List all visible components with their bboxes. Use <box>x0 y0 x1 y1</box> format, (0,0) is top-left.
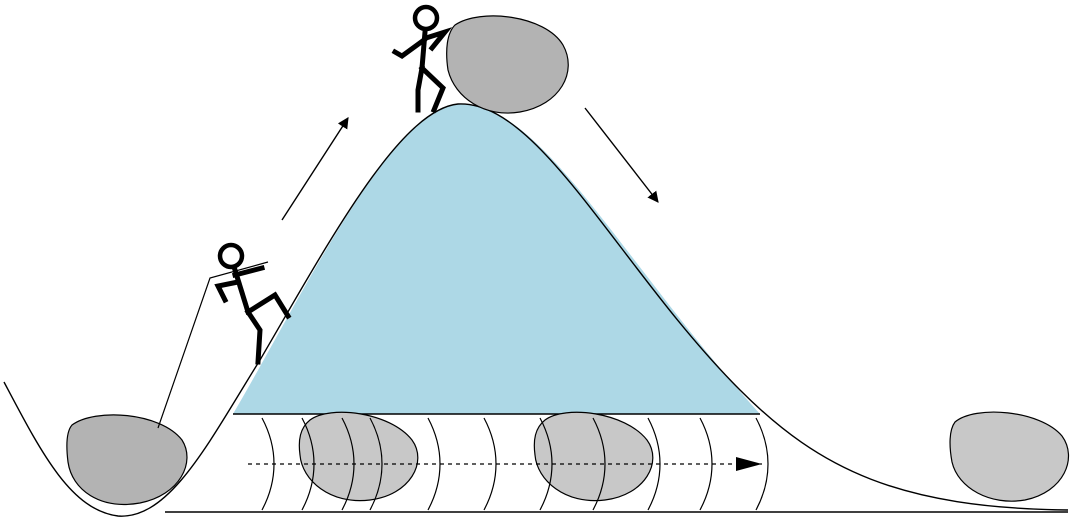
climber-leg-front <box>244 291 292 320</box>
tunnel-boulder-1 <box>298 411 419 502</box>
end-boulder <box>949 411 1070 502</box>
summit-figure-leg-right <box>418 64 446 114</box>
tunnel-arrow-head <box>736 457 762 471</box>
tunnel-boulder-2 <box>533 411 654 502</box>
uphill-arrow <box>281 117 349 221</box>
summit-figure <box>391 4 453 114</box>
downhill-arrow <box>584 107 659 203</box>
summit-figure-arm-left <box>391 36 428 59</box>
summit-figure-leg-left <box>415 65 425 113</box>
climber-figure <box>214 242 292 365</box>
climber-leg-back <box>244 308 263 365</box>
rope-line <box>157 261 269 429</box>
summit-figure-head <box>412 4 440 32</box>
hill-shape <box>233 103 760 415</box>
energy-curve <box>3 103 1069 517</box>
climber-arm-front <box>231 264 266 279</box>
summit-boulder <box>446 15 569 114</box>
start-boulder <box>66 414 188 505</box>
climber-arm-back <box>214 279 241 304</box>
summit-figure-arm-right <box>422 27 453 52</box>
climber-head <box>217 242 245 270</box>
